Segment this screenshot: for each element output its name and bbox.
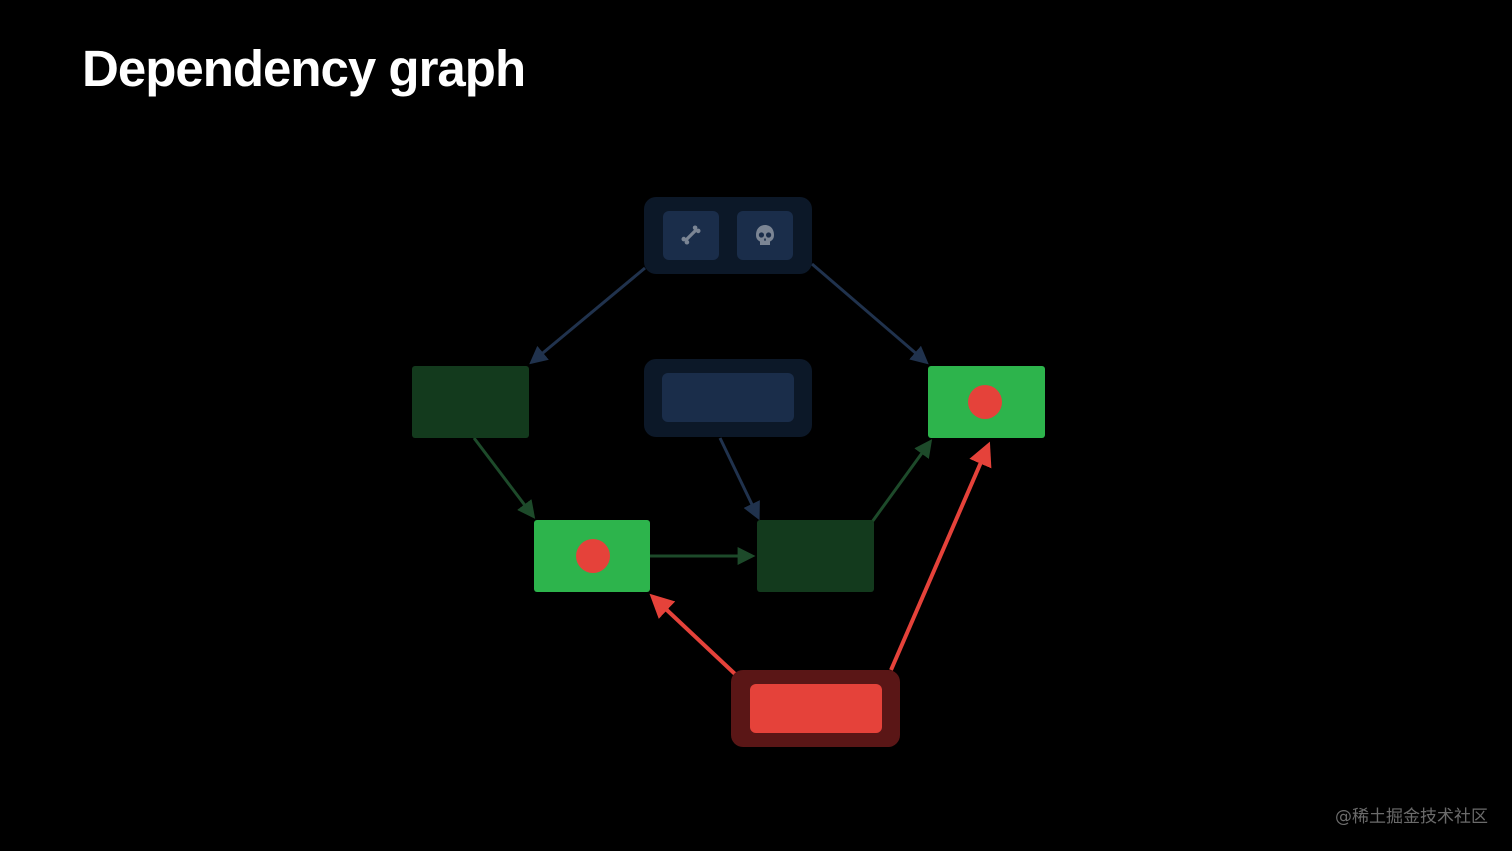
middle-node xyxy=(662,373,794,422)
edge-left-to-center-left xyxy=(472,437,536,519)
right-node-status-dot xyxy=(968,385,1002,419)
skull-icon xyxy=(756,225,774,245)
center-right-node xyxy=(757,520,874,592)
edge-top-to-right xyxy=(811,262,929,365)
edge-bottom-to-center-left xyxy=(649,593,737,676)
page-title: Dependency graph xyxy=(82,40,526,97)
bottom-node xyxy=(750,684,882,733)
center-left-node-status-dot xyxy=(576,539,610,573)
left-node xyxy=(412,366,529,438)
watermark: @稀土掘金技术社区 xyxy=(1335,807,1488,827)
edge-middle-to-center-right xyxy=(718,437,760,521)
edge-center-right-to-right xyxy=(870,439,933,523)
edge-top-to-left xyxy=(529,266,646,365)
bone-icon xyxy=(681,225,701,245)
edge-bottom-to-right xyxy=(889,441,992,671)
